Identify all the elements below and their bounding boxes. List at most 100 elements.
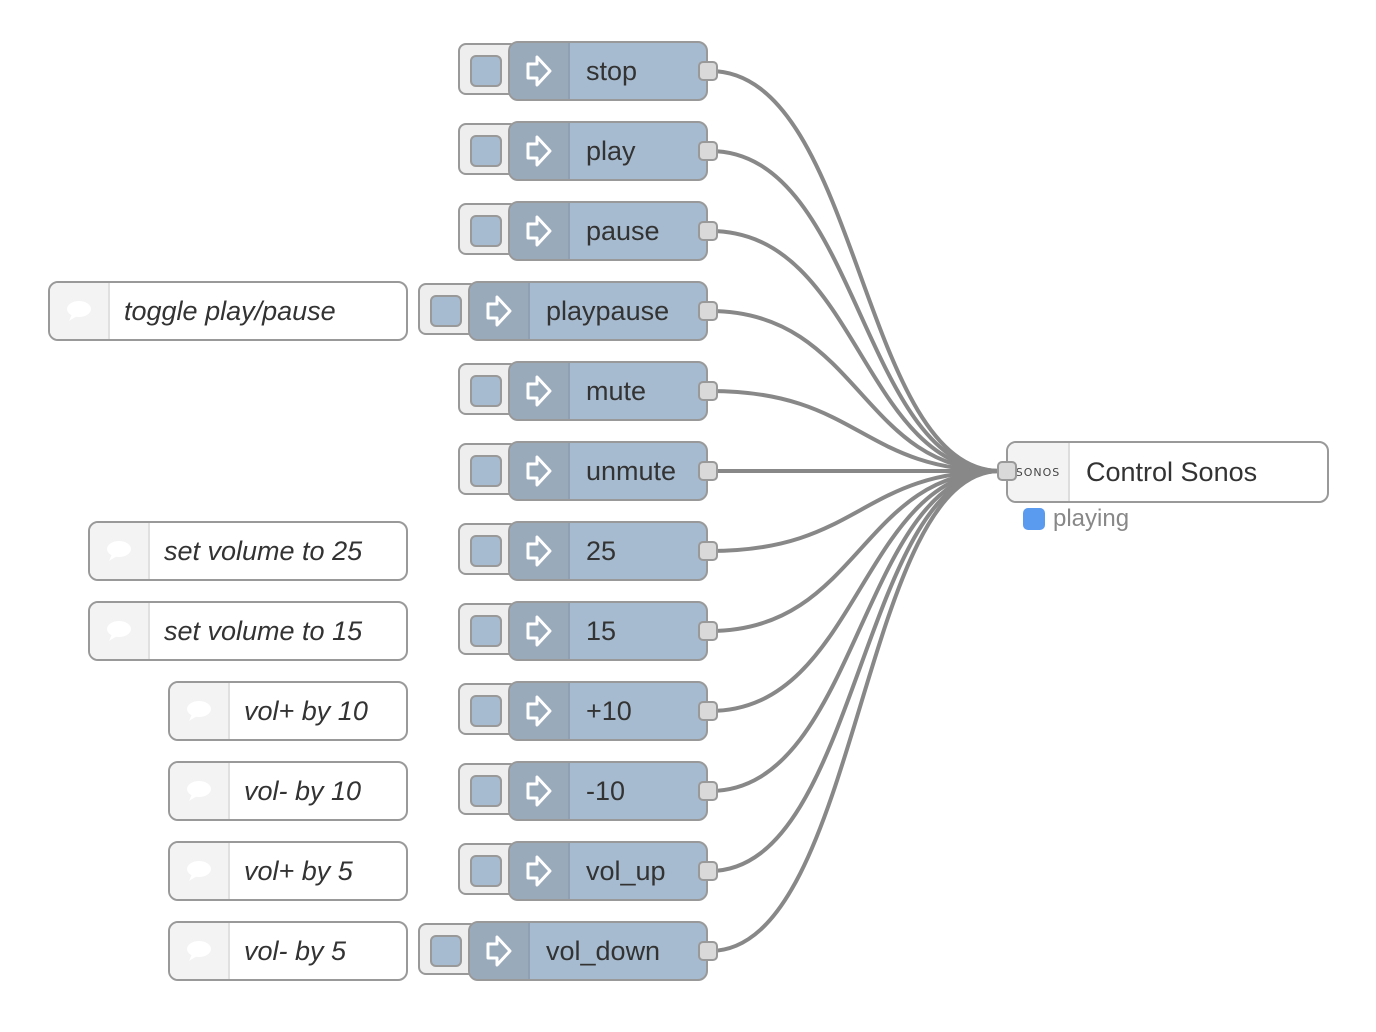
inject-arrow-icon [510, 363, 570, 419]
inject-trigger-button[interactable] [470, 695, 502, 727]
status-text: playing [1053, 505, 1130, 532]
inject-node-label: pause [586, 216, 660, 246]
inject-arrow-icon [510, 443, 570, 499]
inject-output-port[interactable] [698, 941, 718, 961]
inject-node-label: 25 [586, 536, 617, 566]
inject-node-label: +10 [586, 696, 632, 726]
inject-node-body[interactable]: 15 [508, 601, 708, 661]
comment-node[interactable]: vol+ by 10 [168, 681, 408, 741]
inject-arrow-icon [470, 283, 530, 339]
inject-trigger-button[interactable] [470, 855, 502, 887]
inject-node-body[interactable]: 25 [508, 521, 708, 581]
inject-node-body[interactable]: stop [508, 41, 708, 101]
speech-bubble-icon [170, 763, 230, 819]
comment-node[interactable]: toggle play/pause [48, 281, 408, 341]
inject-trigger-button[interactable] [470, 215, 502, 247]
inject-trigger-button[interactable] [470, 455, 502, 487]
inject-node-label: playpause [546, 296, 670, 326]
wire[interactable] [709, 469, 1001, 873]
speech-bubble-icon [170, 843, 230, 899]
inject-output-port[interactable] [698, 301, 718, 321]
inject-node-label: mute [586, 376, 647, 406]
comment-node[interactable]: set volume to 15 [88, 601, 408, 661]
inject-arrow-icon [510, 43, 570, 99]
comment-label: set volume to 25 [164, 536, 363, 566]
inject-trigger-button[interactable] [470, 375, 502, 407]
comment-node[interactable]: vol- by 5 [168, 921, 408, 981]
inject-arrow-icon [510, 523, 570, 579]
comment-label: toggle play/pause [124, 296, 336, 326]
comment-label: set volume to 15 [164, 616, 363, 646]
sonos-status: playing [1023, 505, 1129, 533]
inject-arrow-icon [510, 123, 570, 179]
inject-node-label: unmute [586, 456, 677, 486]
comment-node[interactable]: set volume to 25 [88, 521, 408, 581]
comment-label: vol- by 10 [244, 776, 362, 806]
inject-node-body[interactable]: vol_down [468, 921, 708, 981]
inject-node-body[interactable]: vol_up [508, 841, 708, 901]
sonos-logo-icon: SONOS [1008, 443, 1070, 501]
wire[interactable] [709, 149, 1001, 473]
comment-label: vol+ by 5 [244, 856, 353, 886]
inject-node-label: stop [586, 56, 638, 86]
inject-node-body[interactable]: play [508, 121, 708, 181]
comment-label: vol+ by 10 [244, 696, 368, 726]
inject-arrow-icon [510, 763, 570, 819]
sonos-input-port[interactable] [997, 461, 1017, 481]
inject-output-port[interactable] [698, 461, 718, 481]
wire[interactable] [709, 69, 1001, 473]
wire[interactable] [709, 469, 1001, 793]
comment-label: vol- by 5 [244, 936, 347, 966]
inject-output-port[interactable] [698, 141, 718, 161]
wire[interactable] [709, 469, 1001, 633]
inject-trigger-button[interactable] [470, 535, 502, 567]
speech-bubble-icon [50, 283, 110, 339]
inject-trigger-button[interactable] [470, 615, 502, 647]
inject-trigger-button[interactable] [430, 295, 462, 327]
wire[interactable] [709, 469, 1001, 953]
inject-node-body[interactable]: unmute [508, 441, 708, 501]
sonos-node-label: Control Sonos [1086, 457, 1258, 487]
inject-node-label: play [586, 136, 636, 166]
inject-node-body[interactable]: playpause [468, 281, 708, 341]
wire[interactable] [709, 229, 1001, 473]
inject-output-port[interactable] [698, 701, 718, 721]
inject-output-port[interactable] [698, 781, 718, 801]
inject-node-body[interactable]: pause [508, 201, 708, 261]
inject-arrow-icon [510, 203, 570, 259]
inject-arrow-icon [510, 683, 570, 739]
inject-node-label: -10 [586, 776, 626, 806]
status-dot-icon [1023, 508, 1045, 530]
inject-arrow-icon [510, 843, 570, 899]
inject-node-body[interactable]: -10 [508, 761, 708, 821]
inject-output-port[interactable] [698, 861, 718, 881]
inject-node-label: vol_down [546, 936, 661, 966]
inject-trigger-button[interactable] [470, 55, 502, 87]
inject-arrow-icon [510, 603, 570, 659]
inject-arrow-icon [470, 923, 530, 979]
inject-node-body[interactable]: +10 [508, 681, 708, 741]
inject-node-body[interactable]: mute [508, 361, 708, 421]
comment-node[interactable]: vol- by 10 [168, 761, 408, 821]
inject-node-label: vol_up [586, 856, 666, 886]
inject-output-port[interactable] [698, 61, 718, 81]
speech-bubble-icon [90, 523, 150, 579]
inject-output-port[interactable] [698, 541, 718, 561]
speech-bubble-icon [170, 683, 230, 739]
wire[interactable] [709, 469, 1001, 553]
inject-trigger-button[interactable] [430, 935, 462, 967]
inject-output-port[interactable] [698, 381, 718, 401]
inject-output-port[interactable] [698, 221, 718, 241]
inject-output-port[interactable] [698, 621, 718, 641]
comment-node[interactable]: vol+ by 5 [168, 841, 408, 901]
wire[interactable] [709, 389, 1001, 473]
sonos-control-node[interactable]: SONOS Control Sonos [1006, 441, 1329, 503]
wire[interactable] [709, 469, 1001, 713]
speech-bubble-icon [170, 923, 230, 979]
inject-trigger-button[interactable] [470, 775, 502, 807]
inject-trigger-button[interactable] [470, 135, 502, 167]
inject-node-label: 15 [586, 616, 617, 646]
wire[interactable] [709, 309, 1001, 473]
